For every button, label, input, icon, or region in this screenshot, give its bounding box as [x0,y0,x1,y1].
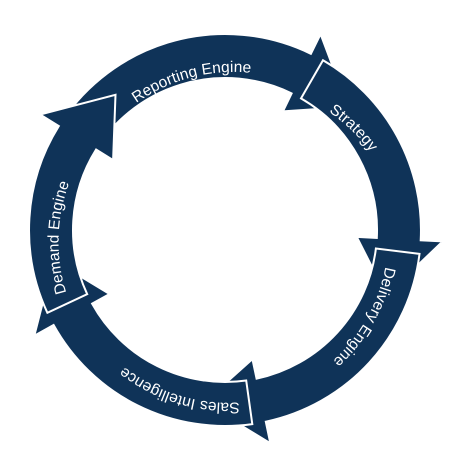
arrow-segment-reporting-engine [53,31,350,156]
cycle-segments [28,31,446,446]
arrow-segment-strategy [299,58,446,297]
arrow-segment-sales-intelligence [32,258,254,427]
arrow-segment-demand-engine [28,93,117,315]
